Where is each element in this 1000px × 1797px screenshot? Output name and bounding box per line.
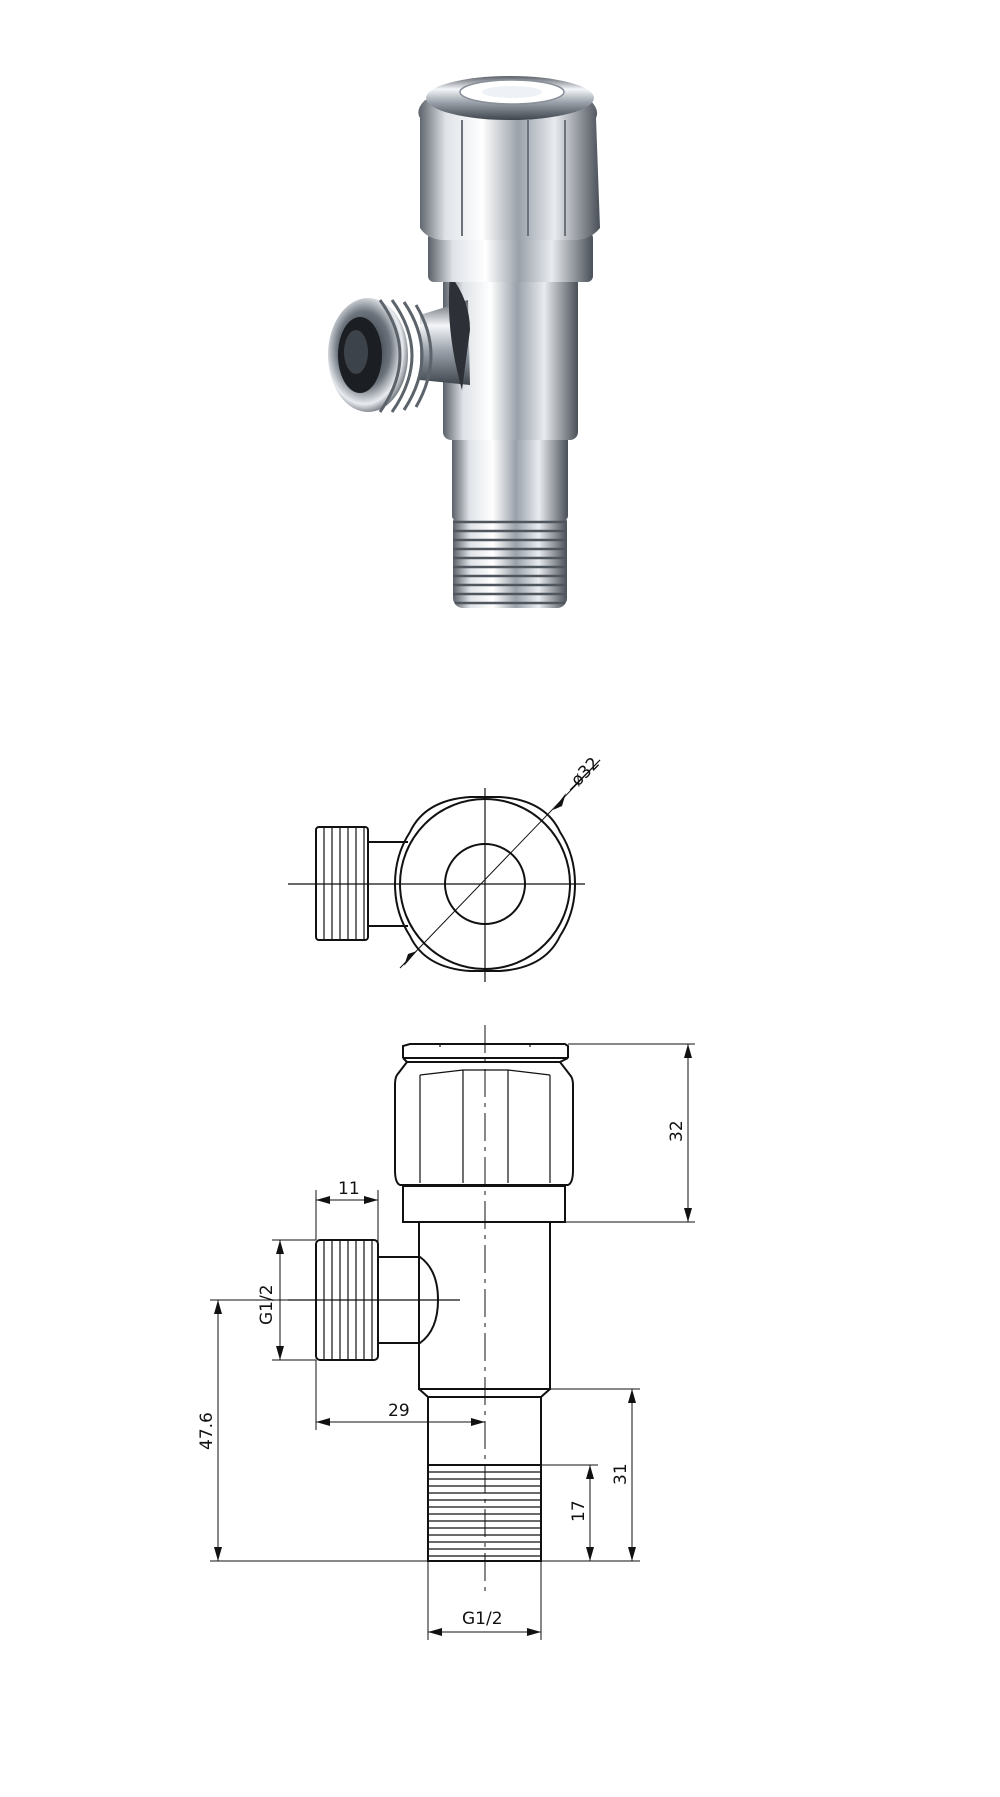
top-view-diameter-label: ø32 (567, 754, 604, 791)
dim-outlet-offset: 29 (315, 1360, 485, 1430)
dim-head-height: 32 (565, 1043, 695, 1223)
top-view-inlet-thread (315, 826, 408, 941)
dim-outlet-thread-length: 17 (541, 1464, 640, 1562)
render-inlet (328, 275, 470, 413)
dim-inlet-length-label: 11 (338, 1179, 360, 1199)
front-view: 32 11 G1/2 29 (197, 1025, 695, 1640)
top-view: ø32 (288, 754, 604, 982)
render-main-body (443, 275, 578, 440)
dim-outlet-thread-length-label: 17 (569, 1500, 589, 1522)
dim-outlet-thread: G1/2 (427, 1561, 542, 1640)
dim-inlet-thread-label: G1/2 (257, 1284, 277, 1325)
render-handle (418, 76, 600, 240)
product-render (328, 76, 600, 608)
dim-head-height-label: 32 (667, 1120, 687, 1142)
front-view-body (418, 1221, 551, 1390)
dim-total-height-label: 47.6 (197, 1412, 217, 1450)
top-view-handle-outline (393, 796, 577, 972)
dim-outlet-length-label: 31 (611, 1463, 631, 1485)
dim-outlet-length: 31 (541, 1388, 640, 1561)
front-view-cap (402, 1043, 569, 1058)
top-view-bore (444, 843, 526, 925)
top-view-diameter-line (399, 759, 601, 969)
dim-inlet-length: 11 (315, 1179, 379, 1257)
dim-outlet-thread-label: G1/2 (462, 1609, 503, 1629)
dim-outlet-offset-label: 29 (388, 1401, 410, 1421)
render-collar (428, 232, 593, 282)
front-view-handle (394, 1057, 574, 1186)
render-lower-body (452, 435, 568, 520)
front-view-outlet-thread (427, 1464, 542, 1562)
front-view-collar (402, 1185, 566, 1223)
dim-total-height: 47.6 (197, 1299, 428, 1562)
front-view-inlet (288, 1239, 460, 1361)
render-outlet-thread (453, 513, 567, 608)
